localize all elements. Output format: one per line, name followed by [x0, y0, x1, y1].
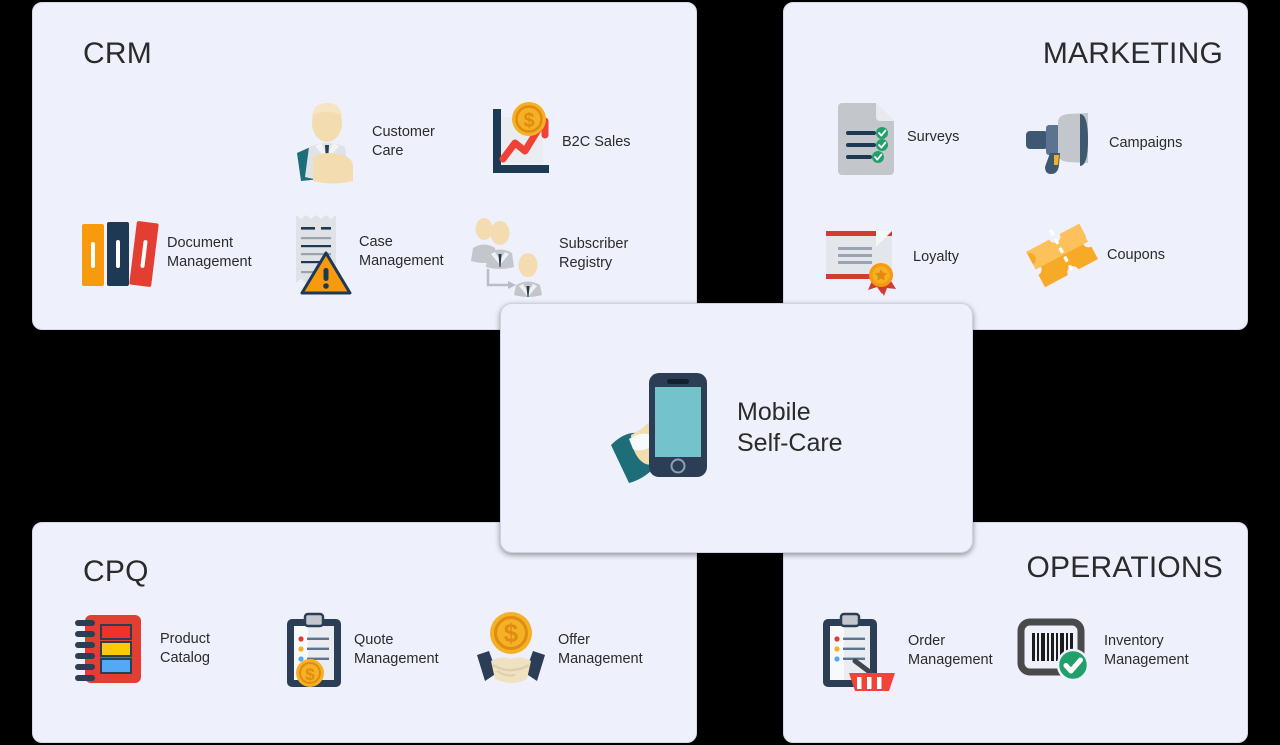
feature-product-catalog[interactable]: Product Catalog: [73, 611, 210, 687]
feature-label: Subscriber Registry: [559, 236, 629, 271]
feature-label: Document Management: [167, 235, 252, 270]
certificate-award-icon: [822, 221, 904, 296]
feature-document-management[interactable]: Document Management: [78, 218, 252, 288]
feature-label: B2C Sales: [562, 133, 631, 150]
checklist-document-icon: [834, 99, 898, 175]
quadrant-title-marketing: MARKETING: [1042, 37, 1223, 70]
center-card-mobile-self-care[interactable]: Mobile Self-Care: [500, 303, 973, 553]
feature-label: Order Management: [908, 633, 993, 668]
handshake-coin-icon: $: [473, 611, 549, 689]
feature-quote-management[interactable]: $ Quote Management: [283, 611, 439, 689]
feature-surveys[interactable]: Surveys: [834, 99, 959, 175]
feature-inventory-management[interactable]: Inventory Management: [1017, 618, 1189, 684]
quadrant-title-crm: CRM: [83, 37, 152, 70]
megaphone-icon: [1024, 111, 1100, 175]
feature-label: Case Management: [359, 234, 444, 269]
businessman-headset-icon: [291, 101, 363, 184]
feature-case-management[interactable]: Case Management: [288, 211, 444, 295]
feature-loyalty[interactable]: Loyalty: [822, 221, 959, 296]
svg-text:$: $: [305, 665, 315, 684]
feature-label: Inventory Management: [1104, 633, 1189, 668]
feature-label: Surveys: [907, 128, 960, 145]
feature-label: Coupons: [1107, 246, 1166, 263]
receipt-warning-icon: [288, 211, 352, 295]
svg-text:$: $: [523, 110, 534, 132]
clipboard-basket-icon: [819, 611, 899, 691]
feature-label: Quote Management: [354, 632, 439, 667]
center-card-label: Mobile Self-Care: [737, 397, 843, 458]
feature-offer-management[interactable]: $ Offer Management: [473, 611, 643, 689]
users-hierarchy-icon: [468, 215, 550, 297]
feature-subscriber-registry[interactable]: Subscriber Registry: [468, 215, 629, 297]
growth-chart-coin-icon: $: [485, 102, 553, 181]
hand-smartphone-icon: [601, 363, 721, 493]
quadrant-marketing[interactable]: MARKETING Surveys: [783, 2, 1248, 330]
ticket-icon: [1026, 221, 1098, 289]
feature-label: Customer Care: [372, 124, 435, 159]
barcode-check-icon: [1017, 618, 1095, 684]
feature-label: Offer Management: [558, 632, 643, 667]
feature-order-management[interactable]: Order Management: [819, 611, 993, 691]
feature-b2c-sales[interactable]: $ B2C Sales: [485, 102, 631, 181]
feature-campaigns[interactable]: Campaigns: [1024, 111, 1182, 175]
quadrant-operations[interactable]: OPERATIONS: [783, 522, 1248, 743]
quadrant-cpq[interactable]: CPQ Pro: [32, 522, 697, 743]
feature-coupons[interactable]: Coupons: [1026, 221, 1166, 289]
svg-text:$: $: [504, 618, 519, 648]
binders-icon: [78, 218, 159, 288]
quadrant-crm[interactable]: CRM Customer Care: [32, 2, 697, 330]
feature-label: Campaigns: [1109, 134, 1183, 151]
quadrant-title-cpq: CPQ: [83, 555, 149, 588]
notebook-icon: [73, 611, 151, 687]
quadrant-title-operations: OPERATIONS: [1026, 551, 1223, 584]
feature-customer-care[interactable]: Customer Care: [291, 101, 435, 184]
feature-label: Loyalty: [913, 248, 959, 265]
feature-label: Product Catalog: [160, 631, 210, 666]
clipboard-coin-icon: $: [283, 611, 345, 689]
